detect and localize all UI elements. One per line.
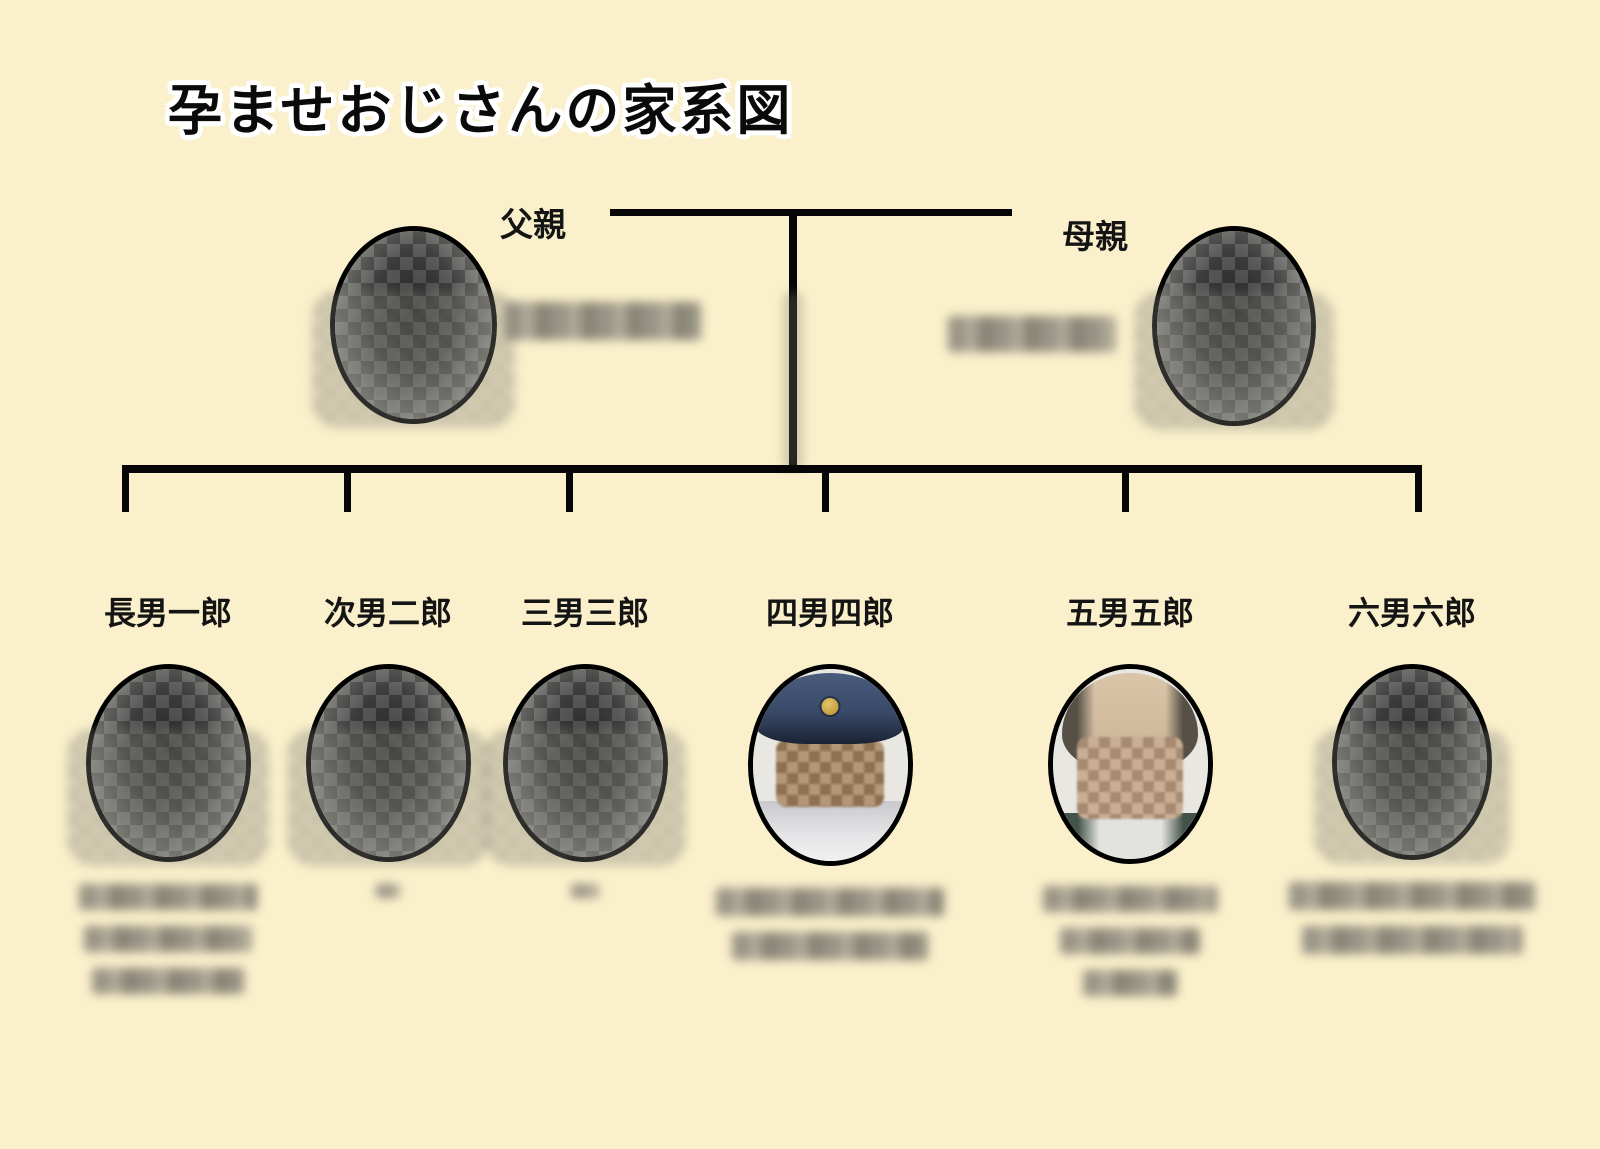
page-title: 孕ませおじさんの家系図 [168,79,794,142]
child-5-avatar-bald-man [1047,664,1213,864]
mother-name-blurred-text [948,316,1116,352]
avatar-outline [1332,664,1492,860]
child-6-caption [1277,882,1547,954]
child-tick-5 [1122,465,1129,512]
child-column-3: 三男三郎 [450,588,720,898]
child-tick-1 [122,465,129,512]
child-3-caption [450,884,720,898]
child-6-avatar-blurred [1314,664,1510,864]
child-column-1: 長男一郎 [33,588,303,994]
child-name-label: 六男六郎 [1347,595,1476,631]
avatar-outline [305,664,471,862]
bald-man-clothes [1052,813,1208,859]
child-column-2: 次男二郎 [253,588,523,898]
avatar-blur-spill [1133,292,1335,430]
avatar-outline [747,664,913,866]
blurred-text-line [1289,882,1535,910]
mother-avatar-blurred [1133,226,1335,430]
father-avatar-blurred [311,226,516,428]
blurred-text-line [92,968,244,994]
blurred-text-line [732,932,928,960]
bald-man-blurred-face [1077,737,1183,820]
avatar-outline [1047,664,1213,864]
child-4-caption [695,888,965,960]
child-tick-4 [822,465,829,512]
police-uniform-shoulders [752,801,908,861]
child-3-avatar-blurred [484,664,686,866]
avatar-outline [1152,226,1316,426]
child-name-label: 次男二郎 [323,595,452,631]
avatar-portrait [1052,669,1208,859]
blurred-text-line [1302,926,1522,954]
avatar-pixelated-fill [507,669,663,857]
avatar-blur-spill [311,291,516,428]
blurred-text-line [79,884,257,910]
father-label: 父親 [500,208,566,244]
line-blur-smudge [783,292,803,470]
child-name-label: 長男一郎 [103,595,232,631]
child-column-4: 四男四郎 [695,588,965,960]
avatar-pixelated-fill [90,669,246,857]
blurred-text-line [376,884,400,898]
avatar-outline [85,664,251,862]
child-1-caption [33,884,303,994]
blurred-text-line [716,888,944,916]
blurred-text-line [1043,886,1217,912]
child-tick-2 [344,465,351,512]
avatar-blur-spill [287,729,489,866]
blurred-text-line [1060,928,1200,954]
police-blurred-face [775,740,885,808]
avatar-outline [330,226,497,424]
blurred-text-line [1083,970,1177,996]
father-name-blurred-text [505,302,701,340]
mother-label: 母親 [1062,220,1128,256]
child-4-avatar-police [747,664,913,866]
avatar-pixelated-fill [1157,231,1311,421]
avatar-portrait [752,669,908,861]
avatar-outline [502,664,668,862]
avatar-pixelated-fill [335,231,492,419]
child-1-avatar-blurred [67,664,269,866]
child-name-label: 四男四郎 [765,595,894,631]
child-name-label: 三男三郎 [520,595,649,631]
child-2-avatar-blurred [287,664,489,866]
avatar-blur-spill [1314,728,1510,864]
child-name-label: 五男五郎 [1065,595,1194,631]
child-column-6: 六男六郎 [1277,588,1547,954]
blurred-text-line [571,884,599,898]
child-5-caption [995,886,1265,996]
children-connector-line [122,465,1422,473]
blurred-text-line [84,926,252,952]
avatar-blur-spill [67,729,269,866]
parents-to-children-line [789,209,797,473]
child-column-5: 五男五郎 [995,588,1265,996]
child-tick-6 [1415,465,1422,512]
police-cap-badge-icon [821,697,839,715]
parents-connector-line [610,209,1012,216]
avatar-blur-spill [484,729,686,866]
avatar-pixelated-fill [310,669,466,857]
avatar-pixelated-fill [1337,669,1487,855]
child-2-caption [253,884,523,898]
child-tick-3 [566,465,573,512]
